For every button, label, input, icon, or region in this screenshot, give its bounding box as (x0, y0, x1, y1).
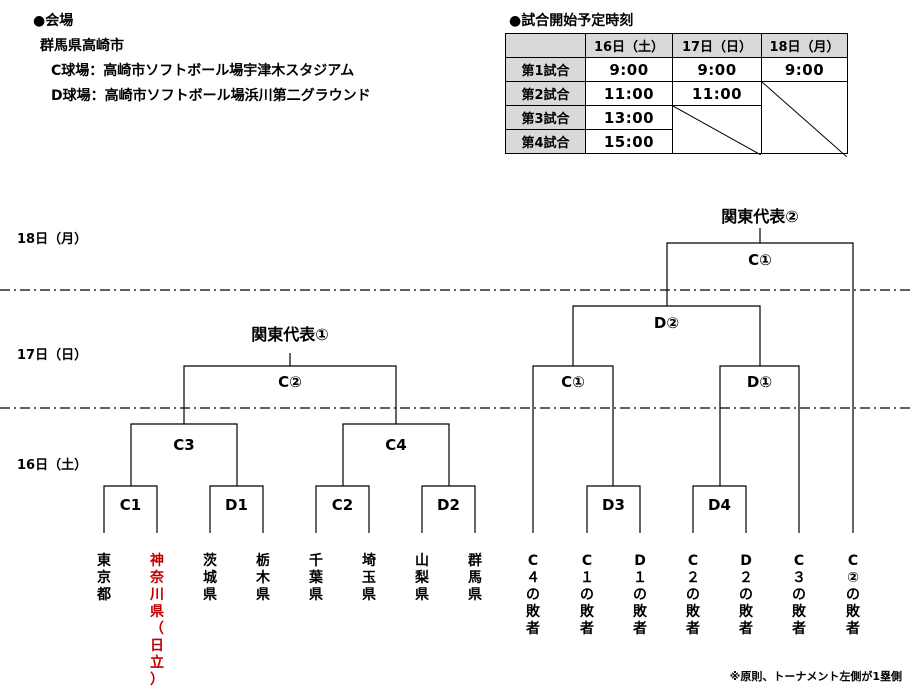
loser-slot: D ２ の 敗 者 (739, 553, 753, 637)
match-label-c2: C2 (331, 496, 354, 514)
schedule-time: 15:00 (585, 129, 673, 154)
schedule-day-header: 18日（月） (761, 33, 848, 58)
team-name: 千 葉 県 (309, 553, 323, 603)
schedule-header-row: 16日（土） 17日（日） 18日（月） (505, 33, 848, 58)
schedule-time: 11:00 (672, 81, 762, 106)
footnote: ※原則、トーナメント左側が1塁側 (729, 670, 902, 683)
schedule-empty-cell (761, 81, 848, 157)
match-label-d2: D2 (437, 496, 460, 514)
team-name: 栃 木 県 (256, 553, 270, 603)
schedule-empty-cell (672, 105, 762, 155)
schedule-time: 9:00 (761, 57, 848, 82)
venue-field-c: C球場：高崎市ソフトボール場宇津木スタジアム (51, 63, 355, 79)
match-label-d2-circled: D② (653, 314, 680, 332)
schedule-row: 第2試合 11:00 11:00 (505, 81, 848, 157)
schedule-row: 第4試合 15:00 (505, 129, 848, 154)
loser-slot: C ② の 敗 者 (846, 553, 860, 637)
venue-heading: ●会場 (33, 13, 74, 29)
match-label-c1: C1 (119, 496, 142, 514)
schedule-heading: ●試合開始予定時刻 (509, 13, 634, 29)
match-label-c2-circled: C② (278, 373, 302, 391)
diagonal-slash (673, 106, 761, 155)
loser-slot: D １ の 敗 者 (633, 553, 647, 637)
schedule-day-header: 16日（土） (585, 33, 673, 58)
match-label-c1-final: C① (748, 251, 772, 269)
bracket-connectors (103, 228, 854, 533)
schedule-time: 9:00 (585, 57, 673, 82)
winner-kanto-1: 関東代表① (251, 325, 329, 344)
date-label-17: 17日（日） (17, 348, 88, 363)
day-separators (0, 289, 912, 409)
loser-slot: C １ の 敗 者 (580, 553, 594, 637)
schedule-row: 第1試合 9:00 9:00 9:00 (505, 57, 848, 82)
diagonal-slash (762, 82, 847, 157)
winner-kanto-2: 関東代表② (721, 207, 799, 226)
schedule-row-label: 第1試合 (505, 57, 586, 82)
date-label-18: 18日（月） (17, 232, 88, 247)
team-name: 埼 玉 県 (362, 553, 376, 603)
match-label-d1: D1 (225, 496, 248, 514)
date-label-16: 16日（土） (17, 458, 88, 473)
loser-slot: C ２ の 敗 者 (686, 553, 700, 637)
schedule-row-label: 第4試合 (505, 129, 586, 154)
schedule-day-header: 17日（日） (672, 33, 762, 58)
match-label-c3: C3 (173, 436, 195, 454)
match-label-d4: D4 (708, 496, 731, 514)
schedule-row: 第3試合 13:00 (505, 105, 848, 155)
schedule-corner-cell (505, 33, 586, 58)
schedule-time: 9:00 (672, 57, 762, 82)
match-label-c1-circled: C① (561, 373, 585, 391)
schedule-row-label: 第3試合 (505, 105, 586, 130)
schedule-row-label: 第2試合 (505, 81, 586, 106)
team-name: 山 梨 県 (415, 553, 429, 603)
match-label-d3: D3 (602, 496, 625, 514)
match-label-d1-circled: D① (746, 373, 773, 391)
venue-city: 群馬県高崎市 (40, 38, 124, 54)
team-name: 東 京 都 (97, 553, 111, 603)
loser-slot: C ３ の 敗 者 (792, 553, 806, 637)
schedule-time: 11:00 (585, 81, 673, 106)
venue-field-d: D球場：高崎市ソフトボール場浜川第二グラウンド (51, 88, 371, 104)
loser-slot: C ４ の 敗 者 (526, 553, 540, 637)
team-name-highlight: 神 奈 川 県 （ 日 立 ） (150, 553, 164, 688)
schedule-table: 16日（土） 17日（日） 18日（月） 第1試合 9:00 9:00 9:00… (505, 33, 848, 157)
team-name: 群 馬 県 (468, 553, 482, 603)
match-label-c4: C4 (385, 436, 407, 454)
schedule-time: 13:00 (585, 105, 673, 130)
team-name: 茨 城 県 (203, 553, 217, 603)
